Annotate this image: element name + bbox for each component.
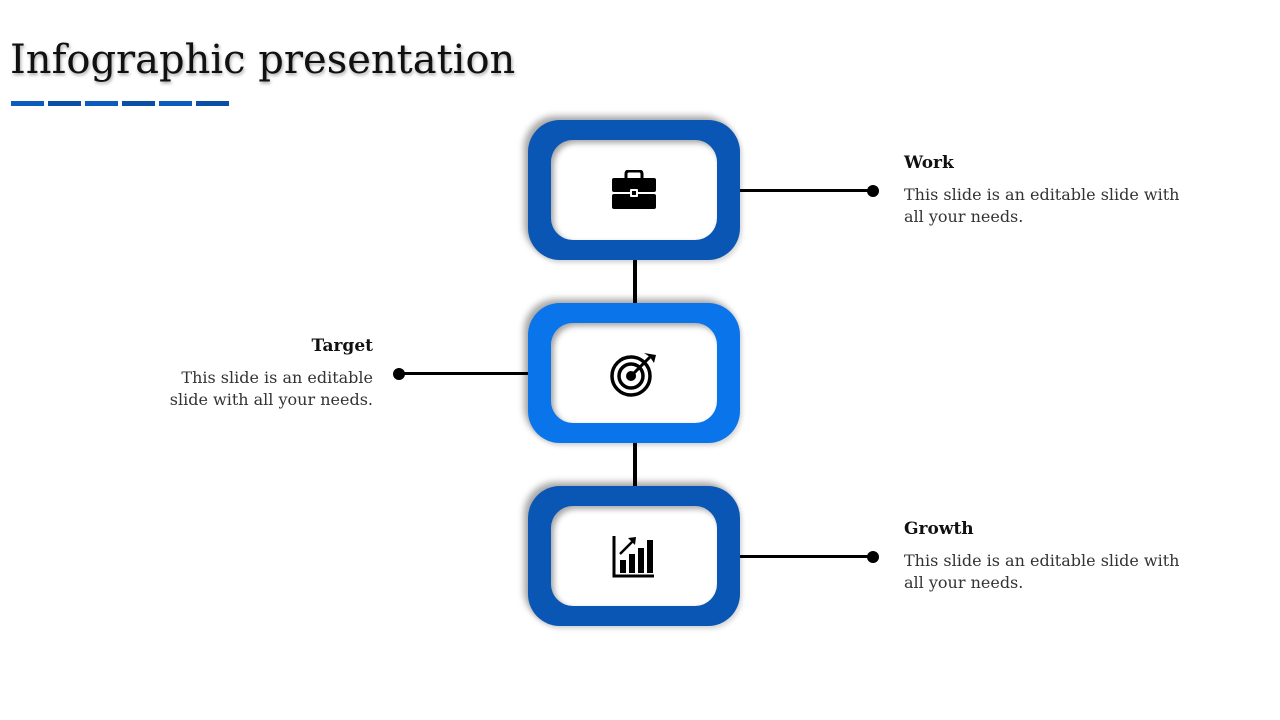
title-underline [11, 101, 229, 106]
growth-connector-dot [867, 551, 879, 563]
work-connector-dot [867, 185, 879, 197]
step-description: This slide is an editable slide with all… [904, 185, 1180, 226]
step-box-growth [528, 486, 740, 626]
step-box-inner [551, 140, 717, 240]
step-title: Target [311, 336, 373, 356]
step-label-work: Work This slide is an editable slide wit… [904, 152, 1184, 228]
underline-segment [122, 101, 155, 106]
step-title: Growth [904, 519, 974, 539]
growth-connector-line [740, 555, 872, 558]
step-box-inner [551, 323, 717, 423]
growth-chart-icon [612, 534, 656, 578]
briefcase-icon [611, 170, 657, 210]
target-connector-line [400, 372, 530, 375]
underline-segment [159, 101, 192, 106]
slide-title: Infographic presentation [10, 37, 516, 83]
step-title: Work [904, 153, 954, 173]
work-connector-line [740, 189, 872, 192]
step-label-target: Target This slide is an editable slide w… [93, 335, 373, 411]
step-label-growth: Growth This slide is an editable slide w… [904, 518, 1184, 594]
step-description: This slide is an editable slide with all… [904, 551, 1180, 592]
underline-segment [196, 101, 229, 106]
target-icon [610, 349, 658, 397]
underline-segment [11, 101, 44, 106]
underline-segment [85, 101, 118, 106]
step-description: This slide is an editable slide with all… [169, 368, 373, 409]
vertical-connector-2 [633, 441, 637, 489]
underline-segment [48, 101, 81, 106]
vertical-connector-1 [633, 258, 637, 306]
step-box-inner [551, 506, 717, 606]
step-box-work [528, 120, 740, 260]
target-connector-dot [393, 368, 405, 380]
step-box-target [528, 303, 740, 443]
